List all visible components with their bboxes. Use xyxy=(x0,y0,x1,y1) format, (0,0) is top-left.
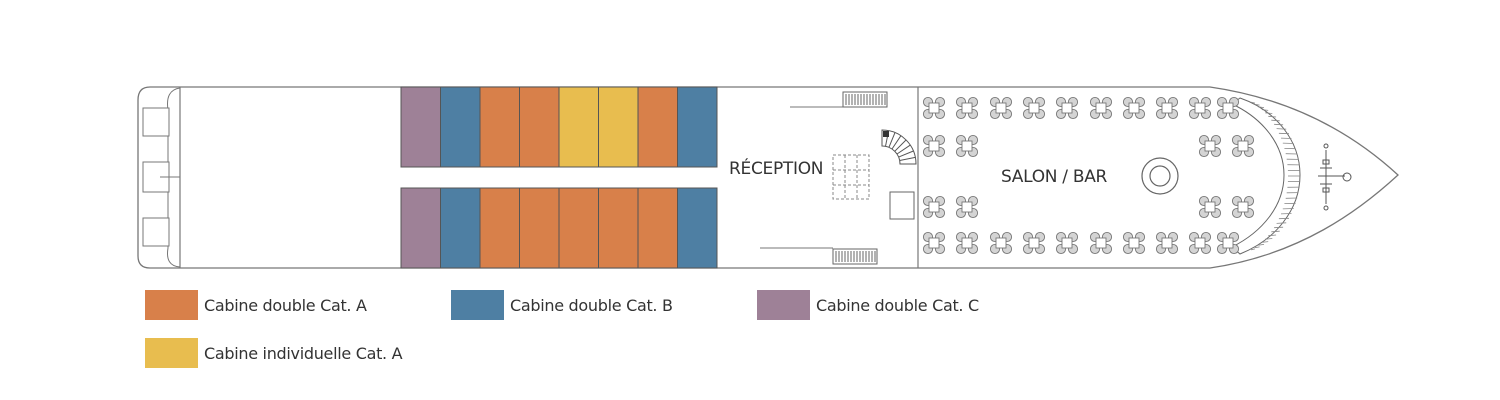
cabin-cat-a xyxy=(479,86,520,168)
cabin-cat-c xyxy=(400,86,441,168)
legend-label: Cabine double Cat. A xyxy=(204,295,367,315)
cabin-cat-c xyxy=(400,187,441,269)
cabin-cat-a xyxy=(479,187,520,269)
cabin-cat-a xyxy=(519,86,560,168)
legend-swatch-cat-a xyxy=(145,290,198,320)
salon-table xyxy=(1089,96,1113,120)
legend-label: Cabine double Cat. B xyxy=(510,295,673,315)
salon-table xyxy=(1055,231,1079,255)
reception-label: RÉCEPTION xyxy=(729,157,823,179)
stairs-top xyxy=(790,91,888,108)
legend-item-cat-c: Cabine double Cat. C xyxy=(757,290,979,320)
salon-table xyxy=(1231,195,1255,219)
salon-table xyxy=(1216,96,1240,120)
legend-swatch-cat-c xyxy=(757,290,810,320)
cabin-cat-a xyxy=(519,187,560,269)
salon-table xyxy=(1122,96,1146,120)
salon-table xyxy=(1055,96,1079,120)
salon-tables xyxy=(922,96,1255,255)
salon-label: SALON / BAR xyxy=(1001,167,1108,187)
salon-table xyxy=(1155,231,1179,255)
stern-box xyxy=(142,217,170,247)
salon-table xyxy=(922,231,946,255)
salon-table xyxy=(955,231,979,255)
reception-desk xyxy=(832,154,870,200)
cabin-cat-a xyxy=(558,187,599,269)
salon-table xyxy=(989,96,1013,120)
salon-table xyxy=(989,231,1013,255)
cabin-cat-b xyxy=(677,187,718,269)
cabin-single-a xyxy=(598,86,639,168)
bow-seating xyxy=(1231,97,1301,255)
legend-swatch-cat-b xyxy=(451,290,504,320)
salon-table xyxy=(1022,96,1046,120)
bar-counter xyxy=(1141,157,1179,195)
spiral-staircase xyxy=(881,129,917,165)
salon-table xyxy=(922,134,946,158)
salon-table xyxy=(955,134,979,158)
salon-table xyxy=(922,195,946,219)
salon-table xyxy=(1198,195,1222,219)
legend-swatch-single-a xyxy=(145,338,198,368)
salon-table xyxy=(955,195,979,219)
legend-label: Cabine double Cat. C xyxy=(816,295,979,315)
cabin-single-a xyxy=(558,86,599,168)
salon-table xyxy=(1198,134,1222,158)
legend-item-cat-b: Cabine double Cat. B xyxy=(451,290,673,320)
cabin-cat-a xyxy=(637,86,678,168)
legend-item-single-a: Cabine individuelle Cat. A xyxy=(145,338,403,368)
salon-table xyxy=(1122,231,1146,255)
cabin-cat-b xyxy=(440,86,481,168)
reception-cabinet xyxy=(889,191,915,220)
salon-table xyxy=(1089,231,1113,255)
cabin-cat-a xyxy=(598,187,639,269)
salon-table xyxy=(1022,231,1046,255)
salon-table xyxy=(1155,96,1179,120)
cabin-cat-b xyxy=(677,86,718,168)
cabin-cat-a xyxy=(637,187,678,269)
stern-box xyxy=(142,107,170,137)
cabin-row-bottom xyxy=(400,187,718,269)
cabin-cat-b xyxy=(440,187,481,269)
stairs-bottom xyxy=(760,247,878,265)
legend-item-cat-a: Cabine double Cat. A xyxy=(145,290,367,320)
salon-table xyxy=(1216,231,1240,255)
legend-label: Cabine individuelle Cat. A xyxy=(204,343,403,363)
salon-table xyxy=(955,96,979,120)
salon-table xyxy=(1231,134,1255,158)
anchor-winch xyxy=(1318,143,1352,211)
salon-table xyxy=(1188,96,1212,120)
salon-table xyxy=(922,96,946,120)
cabin-row-top xyxy=(400,86,718,168)
salon-table xyxy=(1188,231,1212,255)
